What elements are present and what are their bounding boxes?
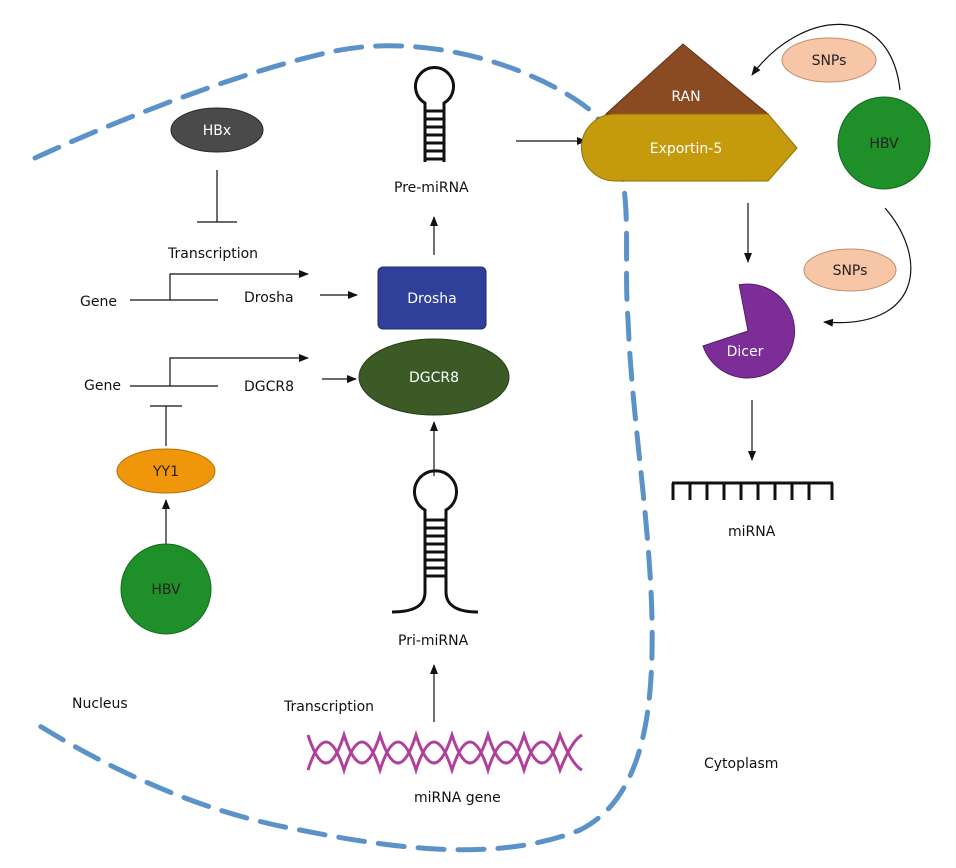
cytoplasm-label: Cytoplasm bbox=[704, 756, 778, 772]
hbv-right-label: HBV bbox=[869, 136, 899, 152]
exportin-5-label: Exportin-5 bbox=[650, 141, 723, 157]
dgcr8-gene-label: DGCR8 bbox=[244, 379, 294, 395]
hbv-to-dicer-curve bbox=[823, 207, 912, 327]
dgcr8-ellipse-label: DGCR8 bbox=[409, 370, 459, 386]
hbv-left-virus bbox=[120, 543, 212, 635]
pre-mirna-hairpin bbox=[414, 66, 455, 162]
ran-label: RAN bbox=[671, 89, 700, 105]
snps-top bbox=[781, 37, 877, 83]
snps-top-label: SNPs bbox=[812, 53, 847, 69]
dicer-label: Dicer bbox=[727, 344, 764, 360]
gene-dgcr8-label: Gene bbox=[84, 378, 121, 394]
yy1-protein bbox=[116, 448, 216, 494]
nucleus-label: Nucleus bbox=[72, 696, 128, 712]
hbv-left-label: HBV bbox=[151, 582, 181, 598]
snps-mid bbox=[803, 248, 897, 292]
mirna-label: miRNA bbox=[728, 524, 776, 540]
dgcr8-protein bbox=[358, 338, 510, 416]
pri-mirna-hairpin bbox=[391, 469, 479, 614]
hbv-right-virus bbox=[837, 96, 931, 190]
yy1-label: YY1 bbox=[152, 464, 179, 480]
pri-mirna-label: Pri-miRNA bbox=[398, 633, 469, 649]
drosha-gene-label: Drosha bbox=[244, 290, 294, 306]
dicer-protein bbox=[702, 283, 795, 379]
nuclear-membrane bbox=[27, 43, 655, 853]
hbx-label: HBx bbox=[203, 123, 231, 139]
pre-mirna-label: Pre-miRNA bbox=[394, 180, 469, 196]
snps-mid-label: SNPs bbox=[833, 263, 868, 279]
gene-drosha-label: Gene bbox=[80, 294, 117, 310]
hbx-protein bbox=[170, 107, 264, 153]
transcription-bottom-label: Transcription bbox=[283, 699, 374, 715]
mirna-gene-dna bbox=[306, 730, 583, 775]
drosha-box-label: Drosha bbox=[407, 291, 457, 307]
dgcr8-promoter-arrow bbox=[169, 354, 309, 386]
mirna-gene-label: miRNA gene bbox=[414, 790, 501, 806]
drosha-protein bbox=[377, 266, 487, 330]
transcription-top-label: Transcription bbox=[167, 246, 258, 262]
mature-mirna bbox=[671, 481, 834, 500]
drosha-promoter-arrow bbox=[169, 270, 309, 300]
hbv-to-exportin-curve bbox=[751, 23, 901, 91]
exportin-5-protein bbox=[581, 113, 798, 182]
